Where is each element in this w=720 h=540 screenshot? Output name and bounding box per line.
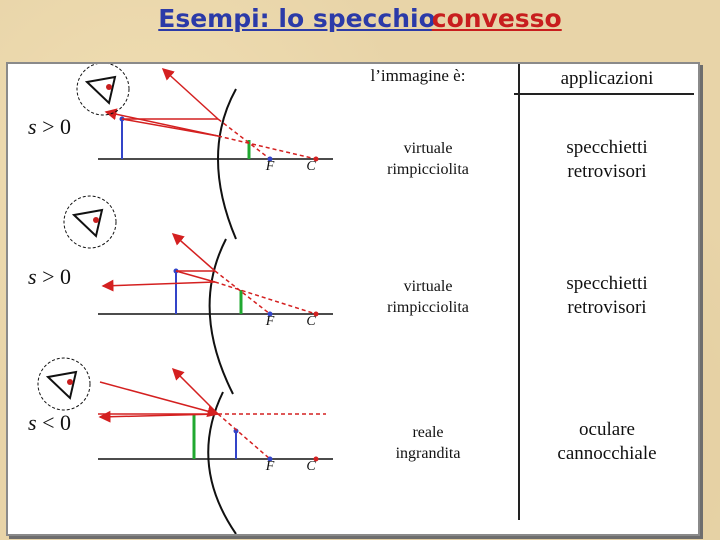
reflected-ray	[98, 410, 219, 423]
header-divider	[514, 93, 694, 95]
converging-ray	[99, 381, 220, 418]
extension-ray	[214, 270, 271, 315]
reflected-ray	[171, 233, 216, 272]
column-divider	[518, 64, 520, 520]
reflected-ray	[171, 367, 219, 415]
reflected-ray	[101, 279, 216, 292]
center-point	[313, 311, 319, 317]
focus-label: F	[265, 459, 275, 474]
center-label: C	[306, 459, 316, 474]
s-condition-2: s > 0	[28, 264, 71, 289]
title-part2: convesso	[431, 4, 562, 33]
page-title: Esempi: lo specchioconvesso	[0, 4, 720, 33]
title-part1: Esempi: lo specchio	[158, 4, 436, 33]
content-panel: l’immagine è: applicazioni s > 0 s > 0 s…	[6, 62, 700, 536]
focus-label: F	[265, 159, 275, 174]
center-label: C	[306, 314, 316, 329]
center-point	[313, 156, 319, 162]
eye-icon	[63, 195, 117, 249]
eye-icon	[37, 357, 91, 411]
diagram-row-2	[63, 195, 333, 395]
focus-point	[267, 456, 273, 462]
mirror-icon	[208, 238, 234, 395]
focus-label: F	[265, 314, 275, 329]
eye-icon	[76, 64, 130, 116]
header-image: l’immagine è:	[370, 66, 466, 85]
extension-ray	[217, 118, 271, 160]
diagram-row-1	[76, 64, 333, 240]
reflected-ray	[104, 108, 219, 137]
mirror-icon	[217, 88, 237, 240]
incident-ray	[175, 270, 216, 283]
center-label: C	[306, 159, 316, 174]
center-point	[313, 456, 319, 462]
extension-ray	[217, 135, 317, 160]
reflected-ray	[161, 67, 219, 120]
s-condition-3: s < 0	[28, 410, 71, 435]
s-condition-1: s > 0	[28, 114, 71, 139]
extension-ray	[214, 281, 317, 315]
extension-ray	[217, 413, 271, 460]
focus-point	[267, 311, 273, 317]
focus-point	[267, 156, 273, 162]
header-applications: applicazioni	[560, 68, 654, 89]
mirror-diagram	[37, 64, 333, 534]
diagram-row-3	[37, 357, 333, 534]
